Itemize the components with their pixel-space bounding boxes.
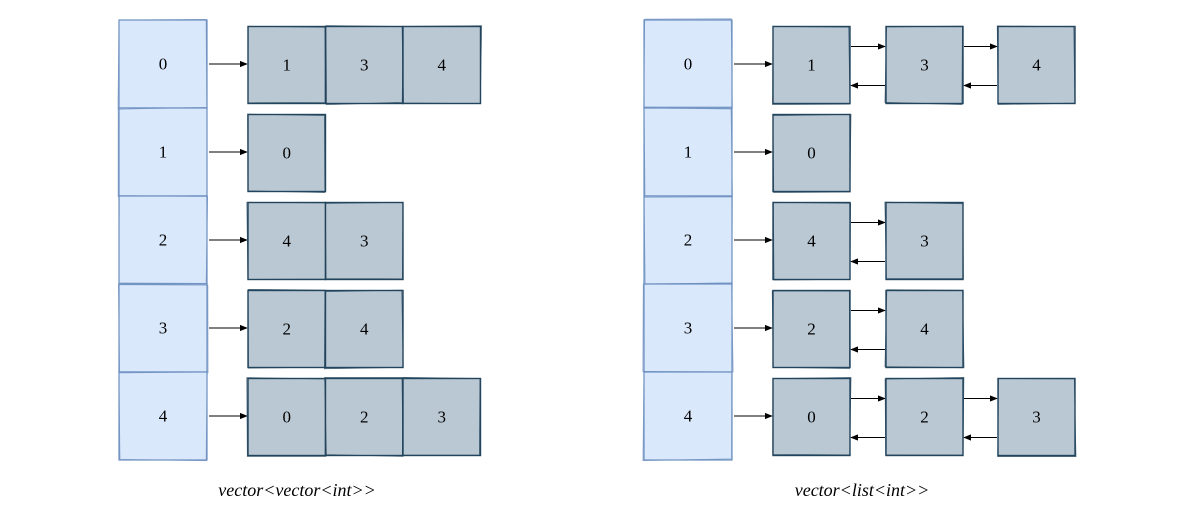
vector-element: [247, 201, 327, 281]
list-node-sketch: [771, 290, 850, 369]
vector-element-label: 1: [283, 56, 292, 75]
list-node: [772, 289, 851, 369]
vector-element-label: 4: [360, 320, 369, 339]
vector-element-sketch: [324, 376, 404, 457]
vector-element-label: 3: [360, 56, 369, 75]
list-node-sketch: [884, 201, 964, 280]
index-cell: [118, 371, 208, 461]
list-node: [997, 25, 1076, 105]
vector-element-label: 0: [283, 408, 292, 427]
vector-element: [324, 289, 404, 369]
list-node: [772, 377, 851, 457]
index-cell: [643, 107, 733, 197]
list-node-sketch: [772, 113, 852, 193]
index-label: 0: [684, 55, 693, 74]
vector-element-label: 2: [360, 408, 369, 427]
vector-of-vectors-diagram: 0 1 3 4 1 0 2 4 3 3 2 4 4 0 2 3: [117, 18, 482, 462]
index-label: 4: [159, 407, 168, 426]
vector-element-sketch: [246, 377, 327, 457]
list-node-sketch: [772, 201, 852, 281]
list-node-label: 2: [807, 320, 816, 339]
list-node-label: 0: [807, 408, 816, 427]
index-cell-sketch: [118, 195, 209, 284]
list-node: [885, 25, 964, 105]
vector-of-vectors-caption: vector<vector<int>>: [218, 480, 376, 500]
list-node-sketch: [996, 25, 1076, 105]
list-node: [885, 201, 964, 281]
index-cell-sketch: [642, 282, 734, 373]
list-node-label: 4: [920, 320, 929, 339]
list-node-label: 4: [807, 232, 816, 251]
vector-element: [324, 377, 404, 457]
list-node-sketch: [884, 289, 965, 369]
list-node-label: 3: [1032, 408, 1041, 427]
vector-element: [247, 289, 327, 369]
vector-element: [324, 201, 404, 281]
list-node-label: 3: [920, 232, 929, 251]
index-label: 0: [159, 55, 168, 74]
index-label: 2: [684, 231, 693, 250]
list-node-label: 1: [807, 56, 816, 75]
vector-element-sketch: [401, 25, 482, 105]
vector-element-label: 4: [438, 56, 447, 75]
index-cell-sketch: [118, 371, 208, 462]
index-label: 3: [684, 319, 693, 338]
list-node-label: 4: [1032, 56, 1041, 75]
list-node-sketch: [884, 376, 965, 456]
list-node-sketch: [997, 378, 1077, 457]
index-label: 4: [684, 407, 693, 426]
vector-element: [324, 25, 404, 105]
vector-element-label: 3: [438, 408, 447, 427]
vector-element-label: 3: [360, 232, 369, 251]
vector-element: [247, 377, 327, 457]
index-label: 2: [159, 231, 168, 250]
index-cell-sketch: [118, 284, 209, 374]
vector-element-label: 2: [283, 320, 292, 339]
vector-element-sketch: [401, 377, 481, 456]
index-cell: [643, 283, 733, 373]
index-cell: [643, 371, 733, 461]
vector-element-sketch: [324, 201, 404, 280]
index-label: 1: [684, 143, 693, 162]
index-cell-sketch: [643, 18, 733, 108]
vector-element-label: 0: [283, 144, 292, 163]
list-node-label: 0: [807, 144, 816, 163]
vector-element: [402, 377, 482, 457]
list-node-label: 2: [920, 408, 929, 427]
index-label: 1: [159, 143, 168, 162]
vector-element-label: 4: [283, 232, 292, 251]
vector-of-lists-diagram: 0 1 3 4 1 0 2 4 3 3 2 4 4 0 2 3: [642, 18, 1077, 461]
list-node: [885, 377, 964, 457]
vector-element-sketch: [325, 25, 404, 106]
index-cell: [118, 19, 208, 109]
index-label: 3: [159, 319, 168, 338]
list-node: [772, 113, 851, 193]
list-node-label: 3: [920, 56, 929, 75]
vector-element-sketch: [324, 289, 404, 370]
vector-of-lists-caption: vector<list<int>>: [794, 480, 930, 500]
list-node-sketch: [884, 25, 963, 105]
vector-element-sketch: [247, 113, 326, 193]
index-cell-sketch: [642, 370, 733, 461]
index-cell: [118, 283, 208, 373]
vector-element: [247, 113, 327, 193]
list-node-sketch: [772, 25, 851, 105]
list-node-sketch: [772, 377, 852, 456]
